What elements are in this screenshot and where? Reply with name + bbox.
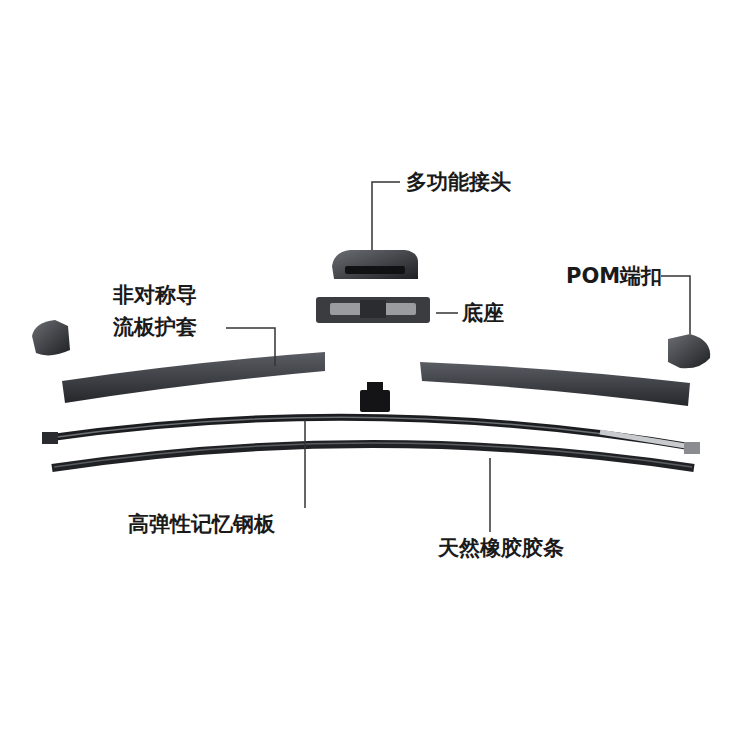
base-detail — [360, 300, 386, 318]
leader-line — [372, 182, 400, 250]
spoiler-right — [420, 362, 690, 406]
spoiler-left — [62, 352, 325, 403]
steel-strip-end — [600, 432, 698, 448]
base-part — [316, 297, 430, 323]
connector-detail — [345, 266, 405, 274]
rubber-strip-highlight — [54, 443, 692, 467]
rubber-strip — [52, 444, 694, 468]
leader-line — [661, 276, 690, 334]
strip-clip — [684, 442, 700, 454]
center-clip — [367, 382, 383, 392]
part-label: 底座 — [462, 297, 504, 329]
leader-line — [436, 312, 458, 314]
part-label: POM端扣 — [566, 260, 662, 292]
connector-part — [332, 250, 418, 279]
part-label: 多功能接头 — [406, 166, 511, 198]
strip-clip — [42, 432, 58, 444]
end-cap-left — [32, 320, 70, 355]
leader-line — [304, 420, 306, 508]
end-cap-right — [668, 334, 710, 368]
leader-line — [489, 458, 491, 532]
leader-line — [226, 328, 275, 366]
part-label: 非对称导 流板护套 — [113, 279, 213, 343]
center-clip — [360, 390, 390, 412]
part-label: 天然橡胶胶条 — [438, 532, 564, 564]
part-label: 高弹性记忆钢板 — [128, 508, 275, 540]
